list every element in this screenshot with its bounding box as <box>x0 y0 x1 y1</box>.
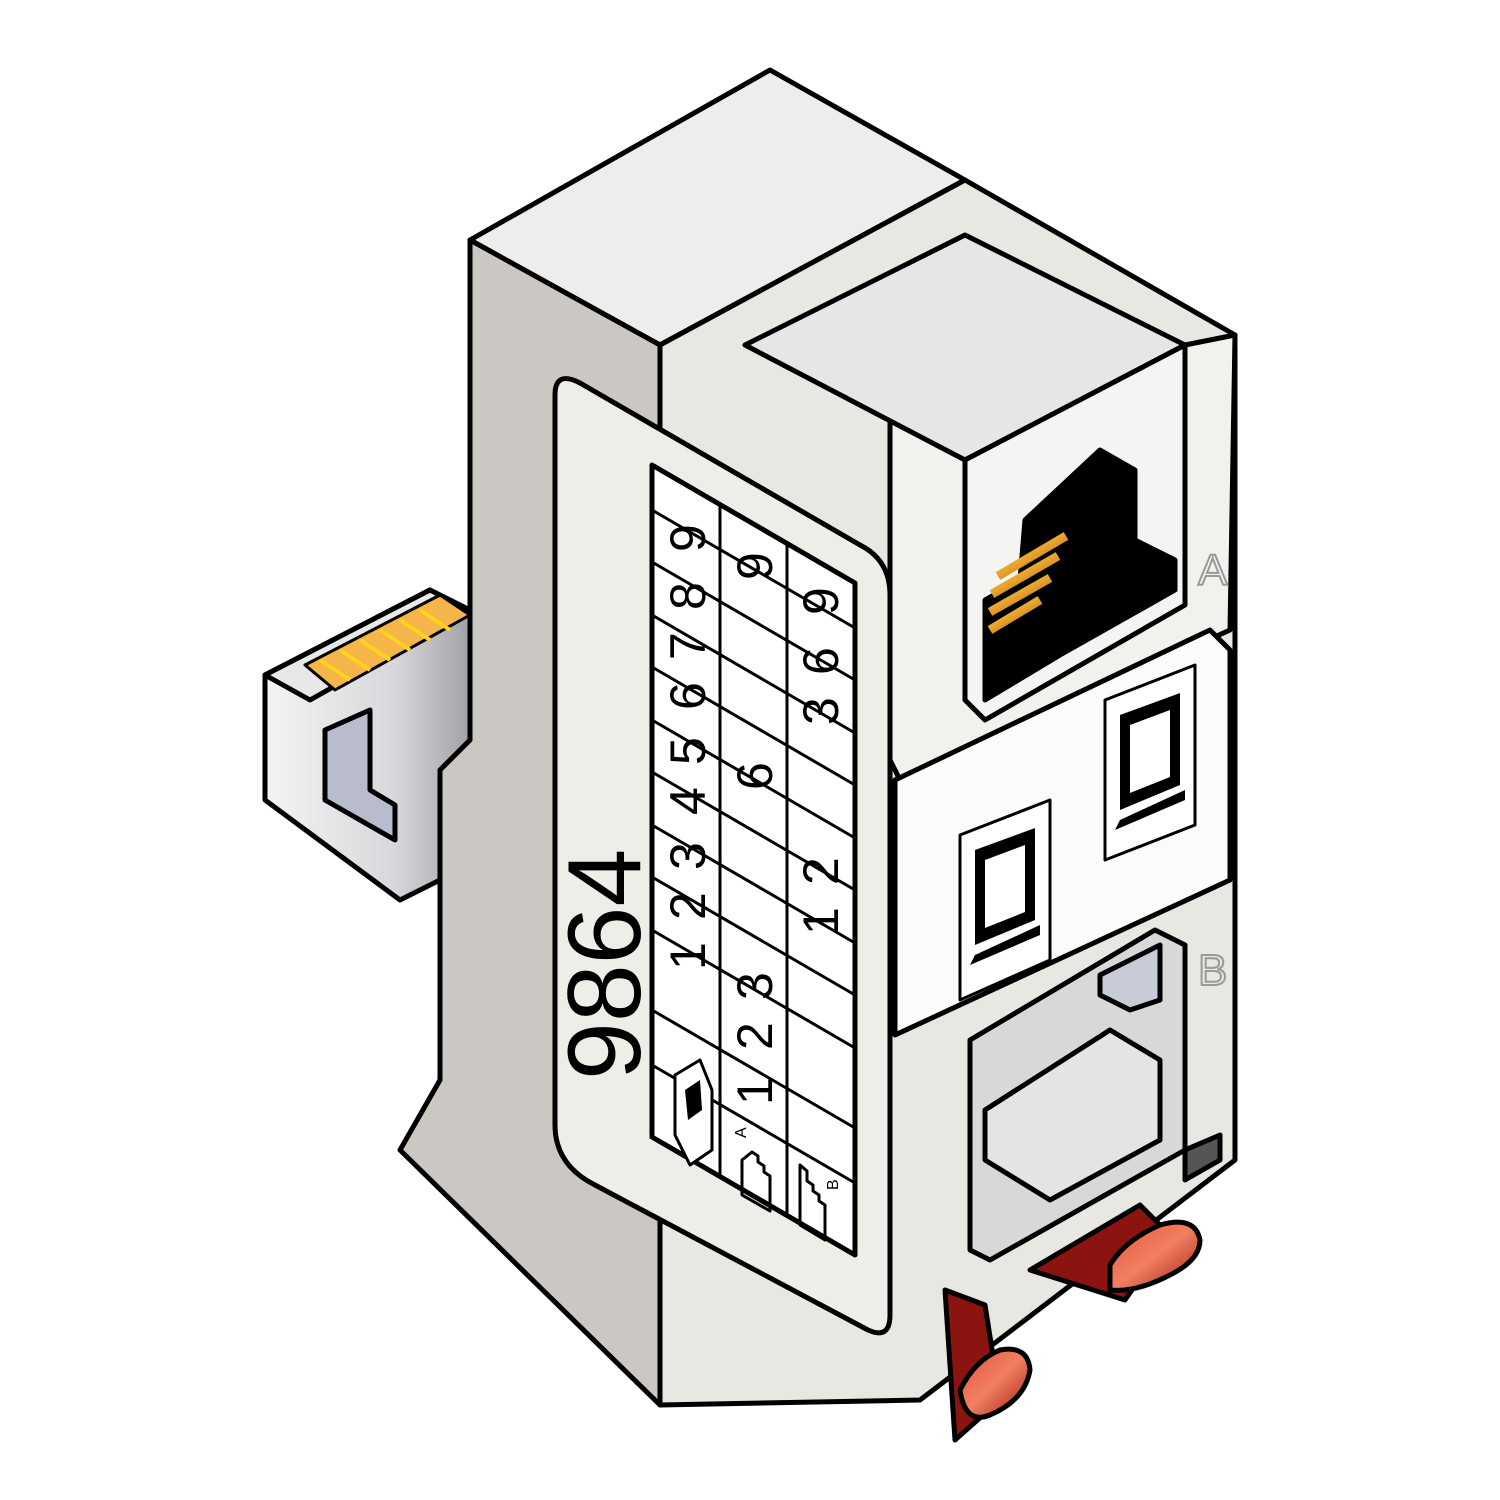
port-label-b: B <box>1198 946 1227 995</box>
jack-a-contacts-icon <box>987 532 1069 634</box>
svg-text:6: 6 <box>727 762 783 790</box>
red-latch-clips <box>942 1202 1203 1443</box>
svg-text:9: 9 <box>793 587 849 615</box>
svg-text:1: 1 <box>793 907 849 935</box>
pin-table: 9 8 7 6 5 4 3 2 1 9 6 3 2 1 A <box>649 462 858 1258</box>
svg-text:1: 1 <box>660 942 716 970</box>
pin-row-b: 9 6 3 2 1 B <box>793 587 849 1242</box>
svg-text:3: 3 <box>727 972 783 1000</box>
svg-text:B: B <box>825 1179 842 1190</box>
rj45-plug <box>262 587 483 903</box>
model-number: 9864 <box>547 849 663 1080</box>
computer-icon <box>1103 663 1197 862</box>
port-icon-panels <box>892 627 1233 1038</box>
computer-icon <box>958 798 1052 1002</box>
jack-a: A <box>742 232 1229 723</box>
pin-row-plug: 9 8 7 6 5 4 3 2 1 <box>660 524 716 1167</box>
svg-text:7: 7 <box>660 632 716 660</box>
svg-text:6: 6 <box>660 682 716 710</box>
svg-text:1: 1 <box>727 1077 783 1105</box>
jack-b: B <box>967 927 1228 1263</box>
svg-text:9: 9 <box>660 524 716 552</box>
svg-text:2: 2 <box>660 892 716 920</box>
svg-text:A: A <box>733 1127 750 1138</box>
svg-text:3: 3 <box>660 842 716 870</box>
svg-text:8: 8 <box>660 582 716 610</box>
svg-text:3: 3 <box>793 697 849 725</box>
svg-text:2: 2 <box>727 1022 783 1050</box>
svg-text:2: 2 <box>793 857 849 885</box>
svg-text:5: 5 <box>660 737 716 765</box>
svg-text:6: 6 <box>793 647 849 675</box>
pin-row-a: 9 6 3 2 1 A <box>727 552 783 1213</box>
rj45-jack-icon <box>740 1150 772 1213</box>
svg-text:4: 4 <box>660 787 716 815</box>
rj45-plug-icon <box>673 1058 714 1167</box>
rj45-jack-icon <box>798 1163 827 1242</box>
port-label-a: A <box>1198 546 1228 595</box>
svg-text:9: 9 <box>727 552 783 580</box>
